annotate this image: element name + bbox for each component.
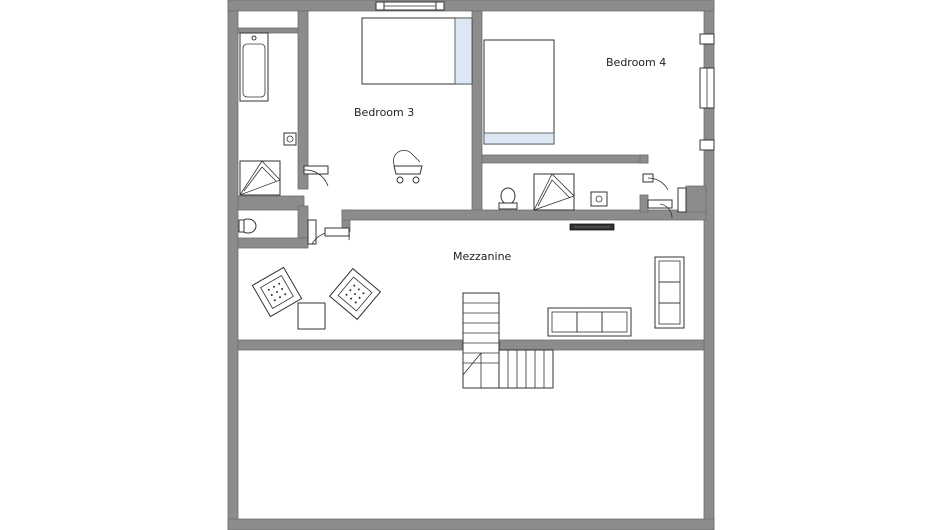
mezzanine-label: Mezzanine [453, 250, 512, 263]
bathtub [239, 32, 269, 102]
bedroom-4-label: Bedroom 4 [606, 56, 666, 69]
doors [303, 165, 687, 245]
staircase [462, 292, 554, 389]
windows [375, 1, 715, 151]
cradle [392, 150, 423, 184]
armchair [251, 266, 382, 321]
shower [239, 160, 575, 211]
side-table [297, 302, 326, 330]
outer-walls [227, 0, 715, 530]
toilet [238, 187, 518, 234]
tv [569, 223, 615, 231]
interior-walls [237, 10, 707, 351]
bedroom-3-label: Bedroom 3 [354, 106, 414, 119]
sofa [547, 256, 685, 337]
bed [361, 17, 555, 145]
sink [283, 132, 608, 207]
